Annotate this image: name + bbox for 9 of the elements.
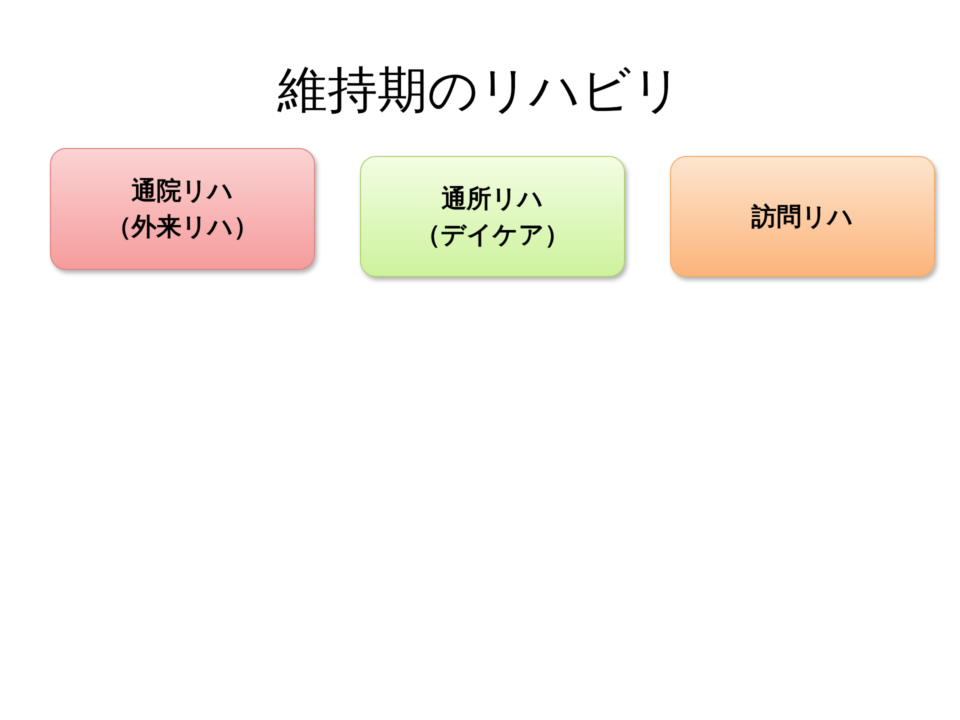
slide-title: 維持期のリハビリ [276,60,684,121]
box-label: 通所リハ [442,182,544,214]
box-label: 訪問リハ [752,200,854,232]
box-label: （デイケア） [416,218,570,250]
rounded-box [670,156,935,277]
rounded-box [50,148,315,270]
rounded-box [360,156,625,277]
box-label: 通院リハ [132,175,234,207]
box-label: （外来リハ） [106,211,258,243]
